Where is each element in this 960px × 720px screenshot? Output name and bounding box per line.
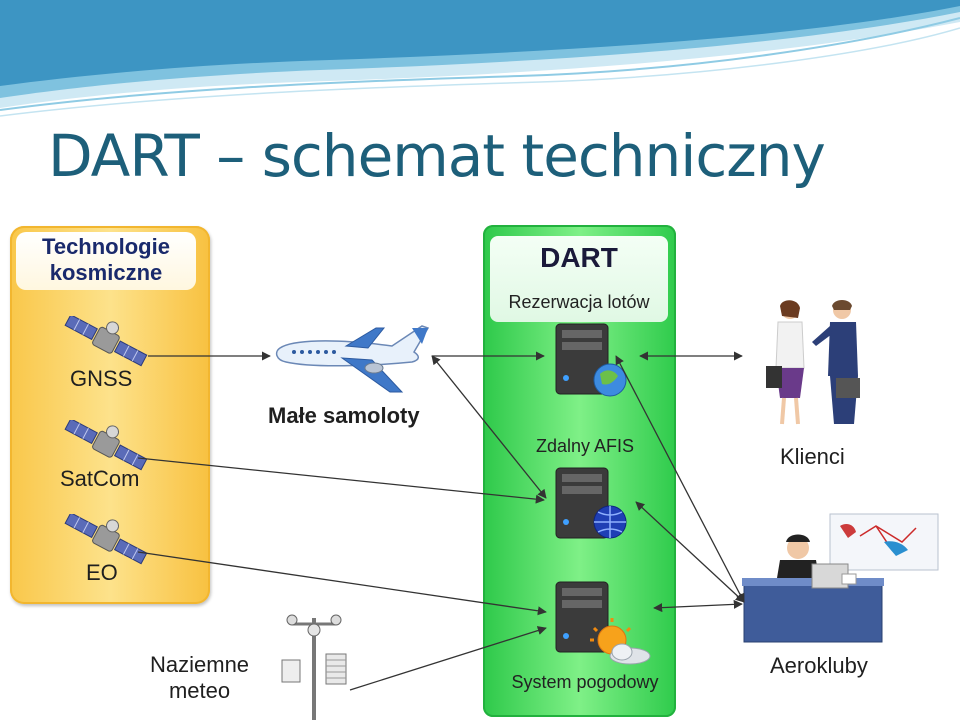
space-panel-header xyxy=(16,232,196,290)
dart-weather-label: System pogodowy xyxy=(511,672,659,692)
page-title: DART – schemat techniczny xyxy=(48,122,826,190)
space-item-gnss: GNSS xyxy=(70,366,133,391)
dart-reservation-label: Rezerwacja lotów xyxy=(508,292,650,312)
server-weather-icon xyxy=(555,581,651,665)
airplane-icon xyxy=(275,325,430,393)
weather-station-icon xyxy=(281,614,347,720)
space-item-satcom: SatCom xyxy=(60,466,140,491)
ground-meteo-label: Naziemne meteo xyxy=(150,652,250,703)
server-network-icon xyxy=(555,467,627,539)
dart-panel-header xyxy=(490,236,668,322)
space-item-eo: EO xyxy=(86,560,118,585)
aeroclubs-label: Aerokluby xyxy=(770,653,868,678)
space-panel-title: Technologie kosmiczne xyxy=(42,234,170,285)
header-wave-decoration xyxy=(0,0,960,117)
small-planes-label: Małe samoloty xyxy=(268,403,420,428)
dart-title: DART xyxy=(540,242,618,273)
satellite-icon xyxy=(64,420,148,471)
business-people-icon xyxy=(766,300,860,425)
server-globe-icon xyxy=(555,323,627,397)
dart-afis-label: Zdalny AFIS xyxy=(535,436,635,456)
office-desk-icon xyxy=(742,513,939,643)
satellite-icon xyxy=(64,316,148,367)
satellite-icon xyxy=(64,514,148,565)
clients-label: Klienci xyxy=(780,444,845,469)
